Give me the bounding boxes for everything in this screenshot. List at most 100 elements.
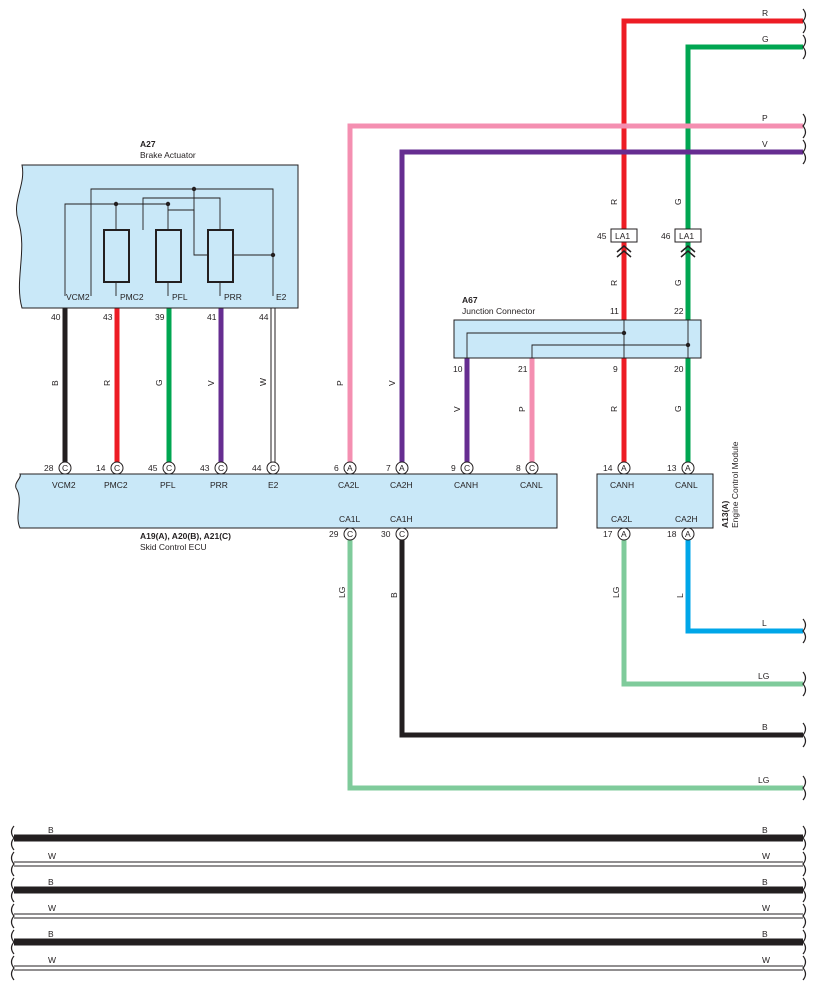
connector-pin: 6 xyxy=(334,463,339,473)
bus-label: B xyxy=(762,825,768,835)
connector-letter: A xyxy=(347,463,353,473)
ecu-terminal: PRR xyxy=(210,480,228,490)
connector-pin: 17 xyxy=(603,529,613,539)
wire-l-ca2h xyxy=(685,540,803,634)
connector-pin: 30 xyxy=(381,529,391,539)
connector-letter: C xyxy=(464,463,470,473)
ecu-terminal: E2 xyxy=(268,480,279,490)
connector-pin: 43 xyxy=(200,463,210,473)
pin-41: 41 xyxy=(207,312,217,322)
connector-letter: A xyxy=(685,463,691,473)
junction-pin-21: 21 xyxy=(518,364,528,374)
la1-block-r: LA1 45 xyxy=(597,228,638,258)
wire-label: R xyxy=(609,199,619,205)
ecm-terminal: CA2L xyxy=(611,514,633,524)
connector-pin: 9 xyxy=(451,463,456,473)
break-marks-left xyxy=(10,825,15,981)
ecu-terminal: CA1H xyxy=(390,514,413,524)
pin-44: 44 xyxy=(259,312,269,322)
offpage-label: G xyxy=(762,34,769,44)
bus-label: B xyxy=(48,929,54,939)
actuator-code: A27 xyxy=(140,139,156,149)
bus-labels: B B W W B B W W B B W W xyxy=(48,825,770,965)
la1-label: LA1 xyxy=(615,231,630,241)
junction-name: Junction Connector xyxy=(462,306,535,316)
connector-pin: 18 xyxy=(667,529,677,539)
offpage-label: V xyxy=(762,139,768,149)
connector-pin: 14 xyxy=(603,463,613,473)
bus-label: W xyxy=(48,955,56,965)
connector-pin: 44 xyxy=(252,463,262,473)
wire-lg-ca2l xyxy=(621,540,803,687)
bus-label: W xyxy=(762,955,770,965)
ecm-name: Engine Control Module xyxy=(730,441,740,528)
pin-43: 43 xyxy=(103,312,113,322)
connector-letter: C xyxy=(347,529,353,539)
connector-pin: 29 xyxy=(329,529,339,539)
offpage-label: P xyxy=(762,113,768,123)
ecu-terminal: CA1L xyxy=(339,514,361,524)
ecm-code: A13(A) xyxy=(720,500,730,528)
wire-label: B xyxy=(389,592,399,598)
wire-label: B xyxy=(50,380,60,386)
bus-label: B xyxy=(48,877,54,887)
offpage-label: R xyxy=(762,8,768,18)
engine-control-module: CANH CANL CA2L CA2H A13(A) Engine Contro… xyxy=(596,441,740,529)
terminal-pfl: PFL xyxy=(172,292,188,302)
wire-label: LG xyxy=(611,587,621,598)
la1-pin: 45 xyxy=(597,231,607,241)
wire-label: W xyxy=(258,378,268,386)
ecu-code: A19(A), A20(B), A21(C) xyxy=(140,531,231,541)
wire-g-top xyxy=(685,44,803,470)
terminal-pmc2: PMC2 xyxy=(120,292,144,302)
connector-letter: C xyxy=(218,463,224,473)
wire-label: R xyxy=(102,380,112,386)
la1-label: LA1 xyxy=(679,231,694,241)
break-marks-right xyxy=(802,8,807,981)
wire-label: V xyxy=(206,380,216,386)
terminal-vcm2: VCM2 xyxy=(66,292,90,302)
ecu-terminal: VCM2 xyxy=(52,480,76,490)
wire-lg-ca1l xyxy=(347,540,803,791)
terminal-e2: E2 xyxy=(276,292,287,302)
ecm-terminal: CANH xyxy=(610,480,634,490)
wire-label: V xyxy=(387,380,397,386)
pin-40: 40 xyxy=(51,312,61,322)
wire-label: G xyxy=(154,379,164,386)
la1-pin: 46 xyxy=(661,231,671,241)
wire-label: G xyxy=(673,405,683,412)
ecu-terminal: PMC2 xyxy=(104,480,128,490)
connector-letter: A xyxy=(685,529,691,539)
wire-label: V xyxy=(452,406,462,412)
ecm-connectors: A 14 A 13 A 17 A 18 xyxy=(603,461,695,541)
junction-connector: A67 Junction Connector 11 22 10 21 9 20 xyxy=(453,295,702,374)
connector-letter: C xyxy=(62,463,68,473)
connector-letter: C xyxy=(529,463,535,473)
junction-pin-22: 22 xyxy=(674,306,684,316)
terminal-prr: PRR xyxy=(224,292,242,302)
connector-pin: 7 xyxy=(386,463,391,473)
wire-label: L xyxy=(675,593,685,598)
connector-letter: A xyxy=(621,463,627,473)
bus-label: W xyxy=(762,851,770,861)
connector-letter: A xyxy=(399,463,405,473)
ecu-terminal: PFL xyxy=(160,480,176,490)
la1-block-g: LA1 46 xyxy=(661,228,702,258)
connector-letter: C xyxy=(399,529,405,539)
actuator-name: Brake Actuator xyxy=(140,150,196,160)
ecu-terminal: CA2L xyxy=(338,480,360,490)
brake-actuator: A27 Brake Actuator VCM2 PMC2 PFL PRR E2 xyxy=(16,139,299,309)
junction-pin-10: 10 xyxy=(453,364,463,374)
wire-r-top xyxy=(621,18,803,470)
offpage-label: L xyxy=(762,618,767,628)
connector-letter: C xyxy=(114,463,120,473)
wire-label: R xyxy=(609,406,619,412)
ecu-terminal: CANH xyxy=(454,480,478,490)
bus-label: B xyxy=(48,825,54,835)
ecu-terminal: CA2H xyxy=(390,480,413,490)
bus-lines xyxy=(14,834,803,971)
ecu-connectors-top: C 28 C 14 C 45 C 43 C 44 A 6 A 7 C 9 C 8 xyxy=(44,461,539,475)
wire-label: G xyxy=(673,198,683,205)
ecu-connectors-bottom: C 29 C 30 xyxy=(329,527,409,541)
